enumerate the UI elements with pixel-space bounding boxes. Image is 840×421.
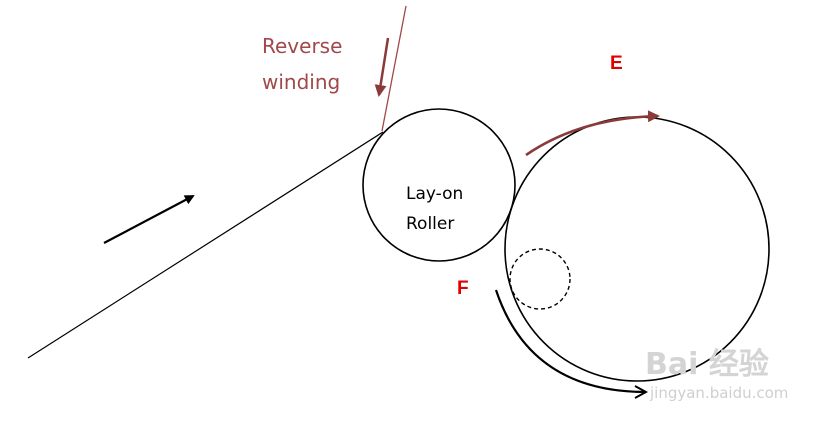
- web-line: [27, 131, 384, 359]
- winding-roll: [504, 116, 770, 382]
- f-label: F: [457, 278, 469, 299]
- f-rotation-arrow: [494, 289, 646, 392]
- e-rotation-arrow: [525, 110, 660, 157]
- watermark-brand: Bai 经验: [645, 347, 769, 382]
- reverse-winding-label-line1: Reverse: [262, 34, 342, 58]
- reverse-winding-arrow: [374, 37, 390, 97]
- watermark-site: jingyan.baidu.com: [649, 384, 788, 402]
- reverse-winding-line: [381, 5, 407, 132]
- lay-on-roller-label-line2: Roller: [406, 214, 454, 234]
- lay-on-roller: [362, 108, 516, 262]
- web-direction-arrow: [103, 195, 195, 244]
- lay-on-roller-label-line1: Lay-on: [406, 184, 463, 204]
- winding-core-dashed: [509, 248, 571, 310]
- e-label: E: [610, 53, 623, 74]
- reverse-winding-label-line2: winding: [262, 70, 340, 94]
